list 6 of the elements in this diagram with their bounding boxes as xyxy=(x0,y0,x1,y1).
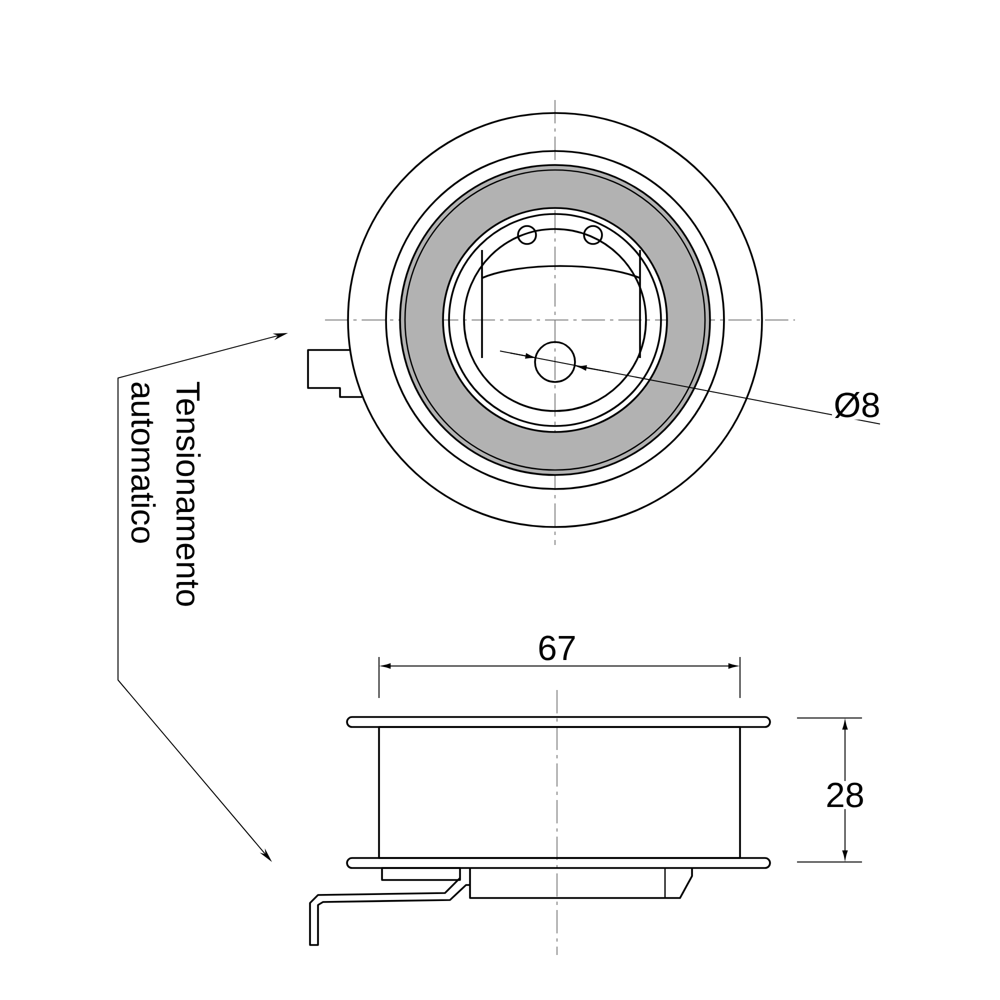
dimension-label: Ø8 xyxy=(832,390,882,420)
dimension-label: 28 xyxy=(824,780,866,810)
rotated-label: Tensionamento automatico xyxy=(131,382,201,606)
tensioner-top-view-drawing xyxy=(307,100,796,546)
tensioner-side-view-drawing xyxy=(309,690,771,956)
dimension-label: 67 xyxy=(536,634,578,662)
